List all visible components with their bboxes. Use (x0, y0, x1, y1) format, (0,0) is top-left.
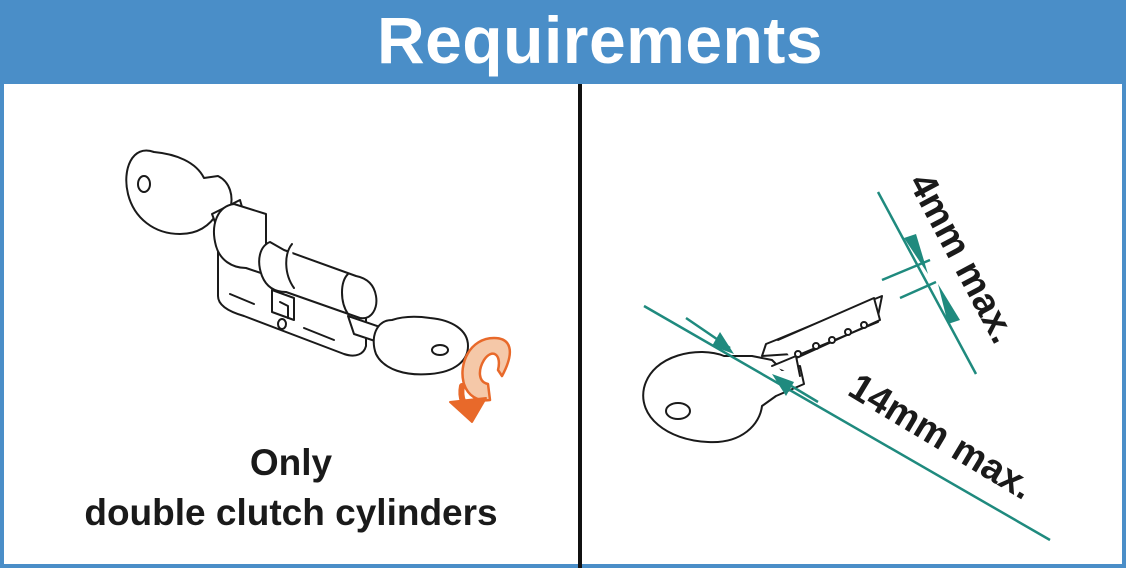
key-bow-back-icon (125, 149, 233, 235)
caption-line-1: Only (249, 442, 333, 483)
key-icon (642, 295, 883, 444)
panel-divider (578, 84, 582, 568)
page-title: Requirements (376, 3, 824, 77)
left-panel: Only double clutch cylinders (4, 84, 578, 564)
cylinder-illustration (125, 149, 512, 423)
rotation-arrow-icon (449, 336, 512, 423)
caption-line-2: double clutch cylinders (84, 492, 498, 533)
key-bow-front-icon (372, 315, 469, 376)
key-dimension-illustration: 4mm max. 14mm max. (642, 167, 1051, 542)
header-bar: Requirements (0, 0, 1126, 82)
right-panel: 4mm max. 14mm max. (582, 84, 1122, 564)
dimension-arrows (712, 234, 960, 396)
